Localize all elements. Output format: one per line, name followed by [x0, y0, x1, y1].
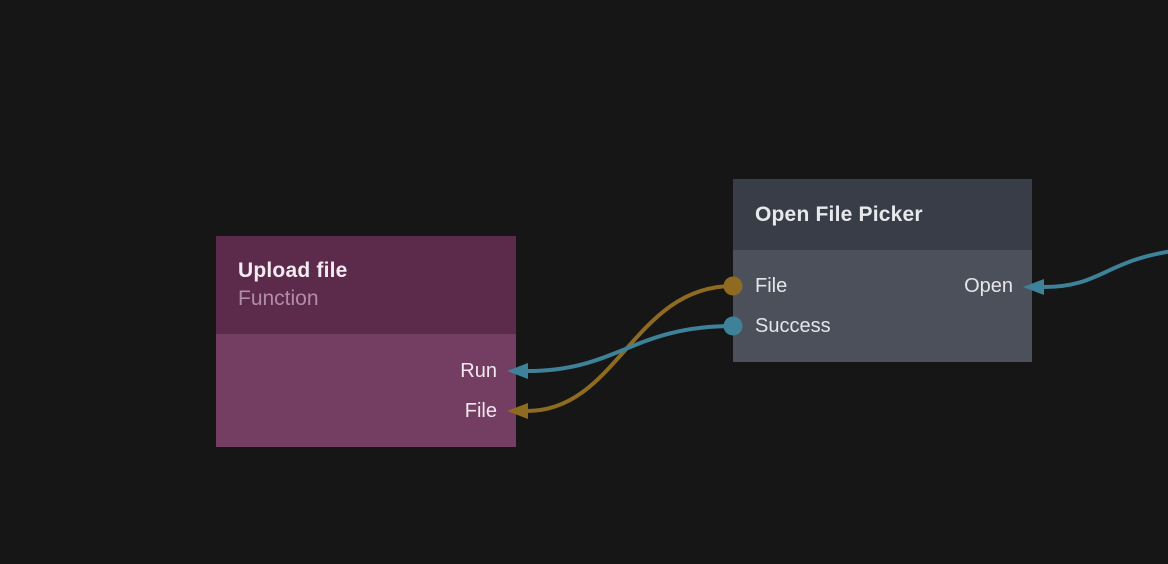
edge-success-to-run[interactable]	[525, 324, 735, 373]
node-open-file-picker-body: File Open Success	[733, 250, 1032, 362]
node-title: Open File Picker	[755, 202, 923, 226]
edge-offscreen-to-open[interactable]	[1042, 249, 1168, 289]
input-port-file[interactable]: File	[238, 391, 497, 431]
input-port-run[interactable]: Run	[238, 351, 497, 391]
port-label: Run	[460, 359, 497, 382]
edge-file-to-file[interactable]	[525, 284, 735, 413]
node-upload-file-body: Run File	[216, 334, 516, 447]
port-label: File	[464, 399, 497, 422]
node-title: Upload file	[238, 259, 348, 282]
node-upload-file-header[interactable]: Upload file Function	[216, 236, 516, 334]
node-open-file-picker-header[interactable]: Open File Picker	[733, 179, 1032, 250]
output-port-success[interactable]: Success	[755, 314, 831, 337]
output-port-file[interactable]: File	[755, 274, 788, 297]
node-upload-file[interactable]: Upload file Function Run File	[216, 236, 516, 447]
node-open-file-picker[interactable]: Open File Picker File Open Success	[733, 179, 1032, 362]
input-port-open[interactable]: Open	[964, 274, 1013, 297]
node-subtitle: Function	[238, 287, 319, 310]
